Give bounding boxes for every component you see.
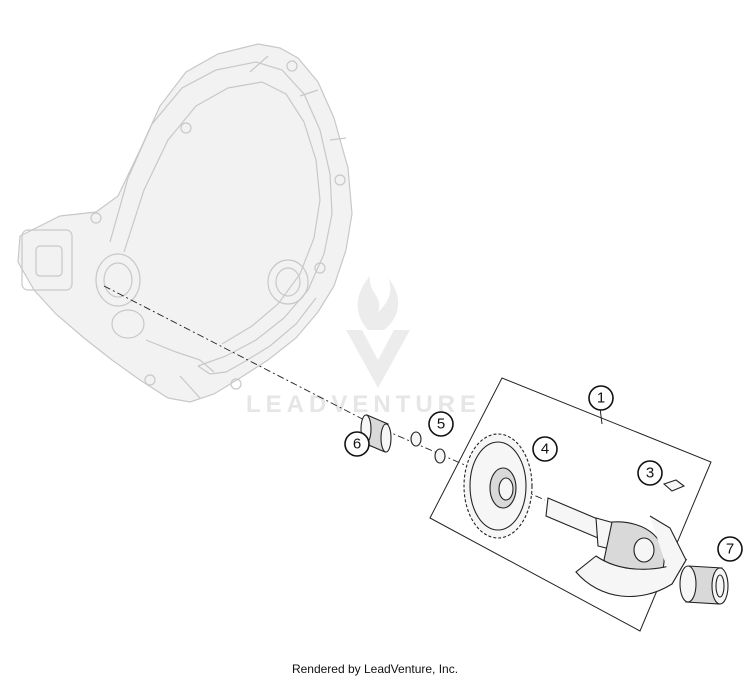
part-7-bearing [679, 565, 729, 605]
callout-1-label: 1 [597, 390, 605, 407]
part-4-gear [463, 433, 533, 539]
clutch-cover-housing [17, 43, 353, 403]
callout-5: 5 [428, 411, 454, 437]
part-3-key [662, 479, 686, 492]
callout-6: 6 [344, 431, 370, 457]
footer-credit: Rendered by LeadVenture, Inc. [291, 662, 459, 676]
watermark-flame-icon [357, 276, 399, 330]
segment-plate [575, 515, 688, 597]
callout-4: 4 [532, 436, 558, 462]
part-5-circlip [410, 431, 446, 464]
callout-7-label: 7 [726, 541, 734, 558]
watermark: LEADVENTURE [246, 276, 476, 418]
callout-3-label: 3 [646, 465, 654, 482]
callout-1: 1 [588, 385, 614, 411]
callout-4-label: 4 [541, 441, 549, 458]
callout-6-label: 6 [353, 436, 361, 453]
callout-5-label: 5 [437, 416, 445, 433]
callout-3: 3 [637, 460, 663, 486]
watermark-v-icon [346, 330, 410, 388]
part-6-bushing [360, 414, 392, 453]
callout-7: 7 [717, 536, 743, 562]
